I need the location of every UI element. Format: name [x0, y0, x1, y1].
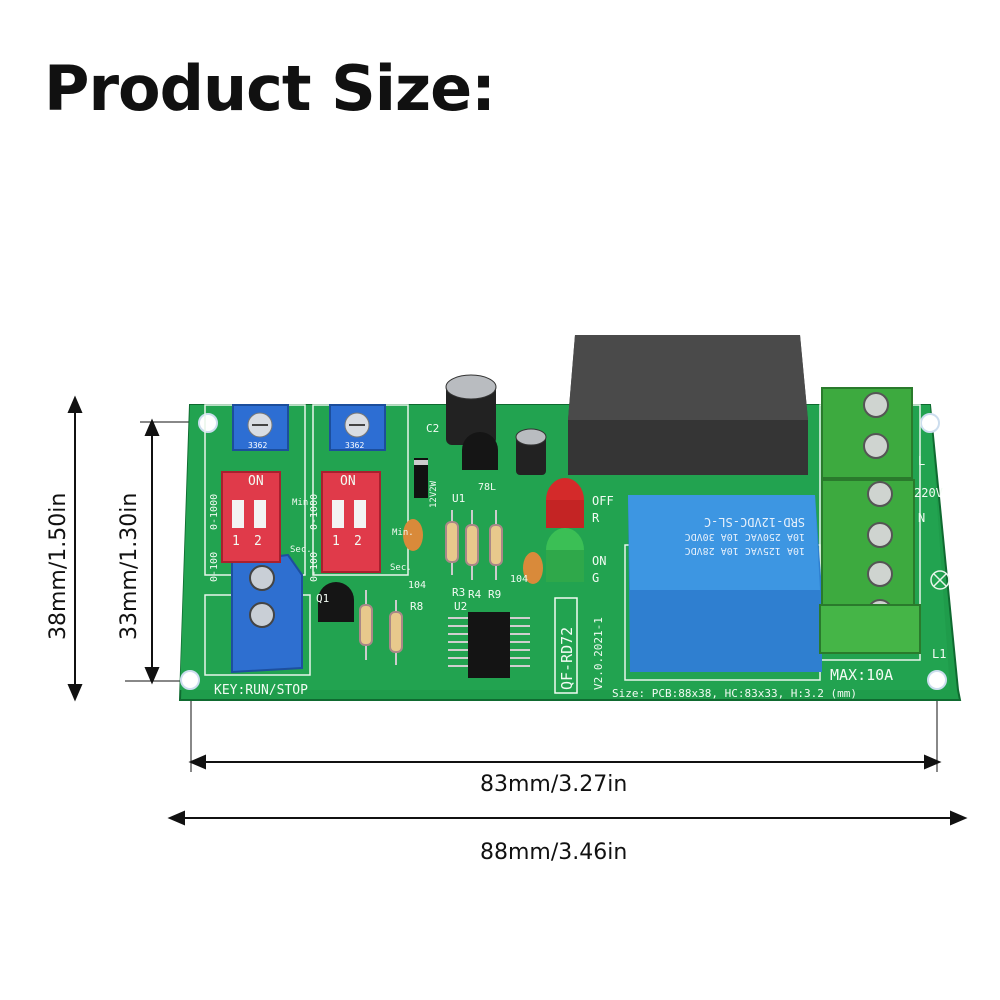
- mount-hole: [920, 413, 940, 433]
- u1-label: U1: [452, 492, 465, 505]
- sec-label: Sec.: [290, 545, 312, 555]
- range-a-2: 0-1000: [309, 494, 320, 530]
- dip-switch-1: [221, 471, 281, 563]
- r-label: R: [592, 511, 600, 525]
- lamp-icon: [930, 570, 950, 590]
- page-title: Product Size:: [44, 52, 496, 125]
- sec-label-2: Sec.: [390, 563, 412, 573]
- reg-label: 78L: [478, 482, 496, 493]
- min-label: Min.: [292, 498, 314, 508]
- range-b-2: 0-100: [309, 552, 320, 582]
- zener-label: 12V2W: [429, 480, 439, 508]
- mount-hole: [180, 670, 200, 690]
- pot2-code: 3362: [345, 441, 364, 450]
- svg-text:10A 250VAC 10A 30VDC: 10A 250VAC 10A 30VDC: [685, 531, 805, 542]
- size-note: Size: PCB:88x38, HC:83x33, H:3.2 (mm): [612, 687, 857, 700]
- diode: [414, 458, 428, 498]
- cap104-label: 104: [408, 580, 426, 591]
- g-label: G: [592, 571, 599, 585]
- r3-label: R3: [452, 586, 465, 599]
- width-inner-label: 83mm/3.27in: [480, 772, 628, 797]
- ic-chip: [448, 612, 530, 678]
- u2-label: U2: [454, 600, 467, 613]
- ceramic-capacitors: [403, 519, 543, 584]
- svg-text:QF-RD72: QF-RD72: [558, 627, 576, 690]
- dip1-num1: 1: [232, 534, 240, 549]
- v220-label: 220V: [914, 486, 943, 500]
- transformer: [568, 335, 808, 475]
- potentiometer-2: [329, 404, 386, 451]
- led-red: [546, 478, 584, 528]
- height-inner-label: 33mm/1.30in: [117, 492, 142, 640]
- min-label-2: Min.: [392, 528, 414, 538]
- model-label: QF-RD72: [554, 597, 578, 694]
- relay: [628, 495, 822, 672]
- dip1-num2: 2: [254, 534, 262, 549]
- svg-text:SRD-12VDC-SL-C: SRD-12VDC-SL-C: [704, 515, 805, 529]
- led-green: [546, 528, 584, 582]
- mount-hole: [198, 413, 218, 433]
- dip2-num2: 2: [354, 534, 362, 549]
- r9-label: R9: [488, 588, 501, 601]
- l1-label: L1: [932, 647, 946, 661]
- relay-text: SRD-12VDC-SL-C 10A 250VAC 10A 30VDC 10A …: [685, 515, 805, 556]
- r4-label: R4: [468, 588, 482, 601]
- on-label: ON: [592, 554, 606, 568]
- off-label: OFF: [592, 494, 614, 508]
- r8-label: R8: [410, 600, 423, 613]
- dip2-on: ON: [340, 474, 356, 489]
- dip2-num1: 1: [332, 534, 340, 549]
- transistor-u1: [462, 432, 498, 470]
- capacitor-large: [445, 374, 497, 445]
- terminal-block-green: [819, 387, 921, 654]
- n-label: N: [918, 511, 925, 525]
- capacitor-small: [515, 428, 547, 475]
- potentiometer-1: [232, 404, 289, 451]
- q1-label: Q1: [316, 592, 329, 605]
- l-label: L: [918, 454, 925, 468]
- svg-text:10A 125VAC 10A 28VDC: 10A 125VAC 10A 28VDC: [685, 545, 805, 556]
- range-a: 0-1000: [209, 494, 220, 530]
- resistors: [359, 510, 503, 665]
- key-label: KEY:RUN/STOP: [214, 683, 308, 698]
- terminal-block-blue: [231, 553, 303, 674]
- dip-switch-2: [321, 471, 381, 573]
- pot1-code: 3362: [248, 441, 267, 450]
- transistor-q1: [318, 582, 354, 622]
- width-outer-label: 88mm/3.46in: [480, 840, 628, 865]
- range-b: 0-100: [209, 552, 220, 582]
- max-label: MAX:10A: [830, 666, 893, 684]
- mount-hole: [927, 670, 947, 690]
- cap104-label-2: 104: [510, 574, 528, 585]
- version-label: V2.0.2021-1: [592, 617, 605, 690]
- dip1-on: ON: [248, 474, 264, 489]
- height-outer-label: 38mm/1.50in: [46, 492, 71, 640]
- c2-label: C2: [426, 422, 439, 435]
